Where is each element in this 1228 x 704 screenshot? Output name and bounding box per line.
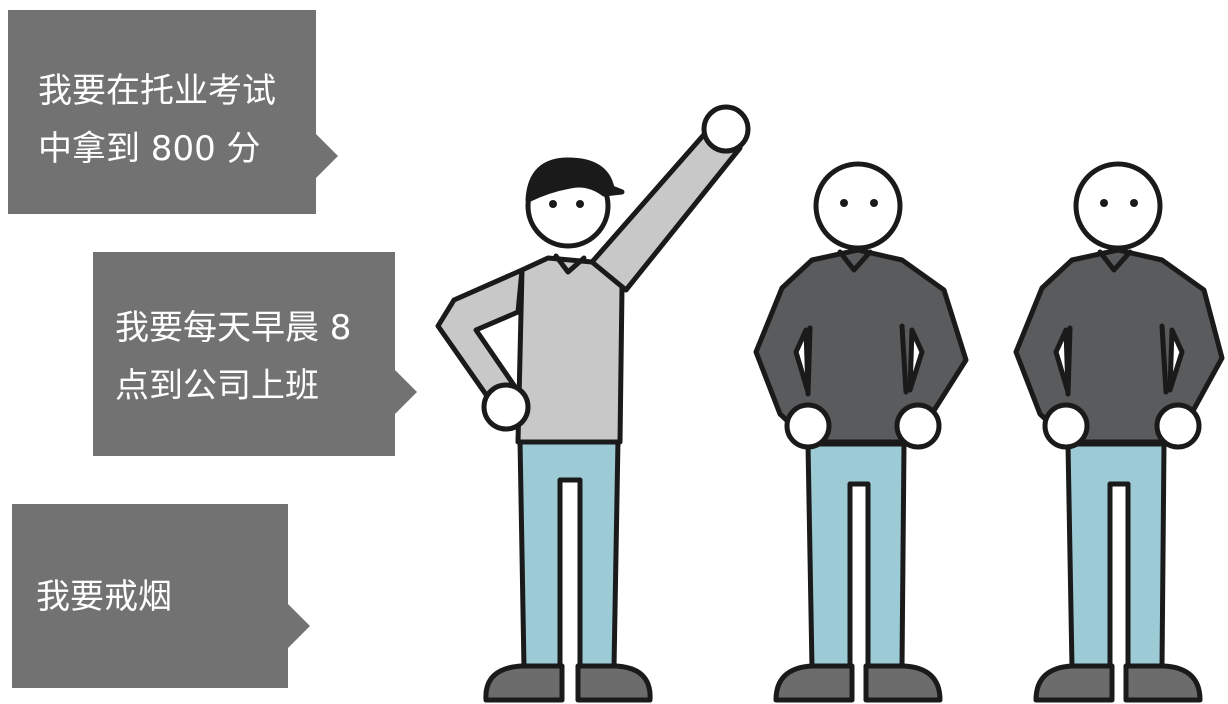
hand-right <box>894 402 942 450</box>
figure-standing-2 <box>753 161 969 703</box>
pants <box>1065 441 1167 671</box>
shoe-right <box>575 663 653 703</box>
figure-raising-hand <box>435 104 751 703</box>
shoe-left <box>773 663 855 703</box>
bubble-text-line: 我要每天早晨 8 <box>115 308 352 348</box>
head <box>1073 161 1163 251</box>
speech-bubble-quit-smoking: 我要戒烟 <box>12 504 310 688</box>
sweater <box>515 255 635 445</box>
shoe-right <box>1123 663 1203 703</box>
head <box>813 161 903 251</box>
hand-left <box>481 382 531 432</box>
hand-raised <box>701 104 751 154</box>
shoe-left <box>483 663 565 703</box>
shoe-right <box>863 663 943 703</box>
arm-raised <box>589 127 743 293</box>
bubble-tail <box>288 604 310 648</box>
hair <box>525 157 625 203</box>
speech-bubble-toeic: 我要在托业考试 中拿到 800 分 <box>8 10 338 214</box>
hand-left <box>784 402 832 450</box>
bubble-text-line: 点到公司上班 <box>115 366 319 406</box>
shoe-left <box>1033 663 1115 703</box>
figure-standing-3 <box>1013 161 1225 703</box>
bubble-tail <box>316 134 338 178</box>
bubble-text-line: 我要戒烟 <box>36 577 172 617</box>
pants <box>517 437 621 671</box>
bubble-text-line: 我要在托业考试 <box>38 71 276 111</box>
speech-bubble-commute: 我要每天早晨 8 点到公司上班 <box>93 252 417 456</box>
pants <box>805 441 907 671</box>
hand-right <box>1154 402 1202 450</box>
bubble-tail <box>395 370 417 414</box>
bubble-text-line: 中拿到 800 分 <box>38 129 261 169</box>
hand-left <box>1042 402 1090 450</box>
